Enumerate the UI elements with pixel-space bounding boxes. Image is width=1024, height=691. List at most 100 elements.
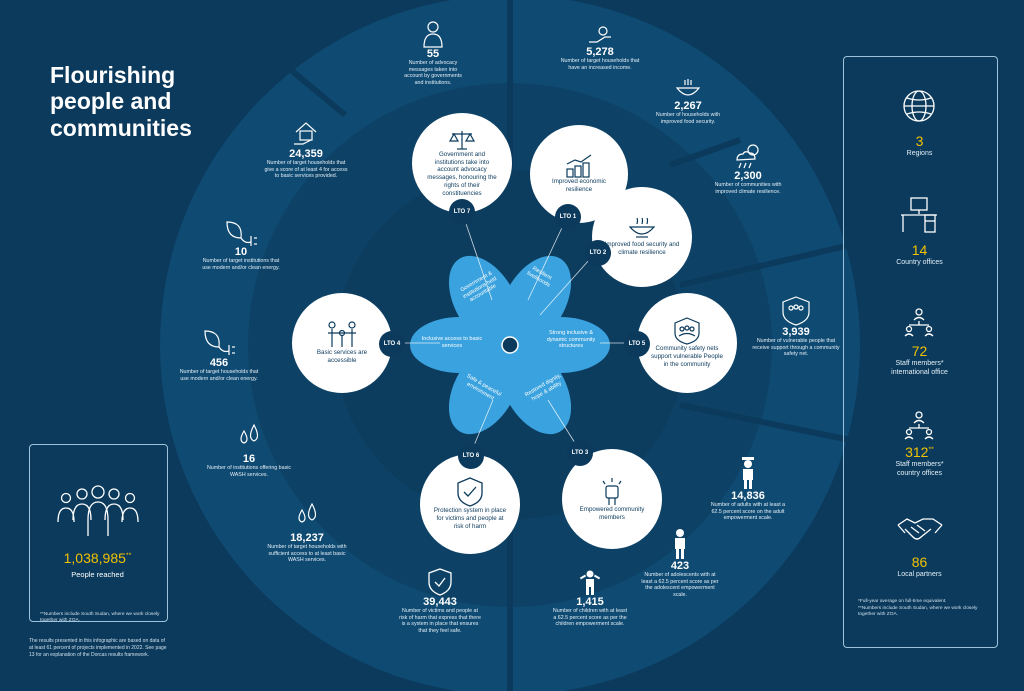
right-footnote-1: *Full-year average on full-time equivale… xyxy=(858,599,947,604)
stat-55-num: 55 xyxy=(426,48,440,60)
reached-value: 1,038,985 xyxy=(63,550,126,566)
bowl-icon xyxy=(675,79,701,96)
stat-24359: 24,359 Number of target households that … xyxy=(262,118,350,180)
stat-10-txt: Number of target institutions that use m… xyxy=(202,258,280,271)
petal-text-6: Inclusive access to basic services xyxy=(421,336,483,349)
stat-39443-num: 39,443 xyxy=(423,596,457,608)
stat-2300-txt: Number of communities with improved clim… xyxy=(714,182,782,195)
reached-sup: ** xyxy=(125,552,132,560)
circle-lto5-text: Community safety nets support vulnerable… xyxy=(651,345,723,368)
food-bowl-icon xyxy=(628,217,656,238)
partners-label: Local partners xyxy=(897,571,942,578)
stat-2267-num: 2,267 xyxy=(674,100,702,112)
flower-diagram xyxy=(410,255,610,435)
lto4-badge: LTO 4 xyxy=(379,331,405,357)
crowd-icon xyxy=(57,485,139,536)
people-reached-num: 1,038,985** xyxy=(29,550,166,566)
stat-24359-txt: Number of target households that give a … xyxy=(264,160,348,180)
stat-55: 55 Number of advocacy messages taken int… xyxy=(400,20,466,86)
stat-18237: 18,237 Number of target households with … xyxy=(262,502,352,564)
lto2-badge: LTO 2 xyxy=(585,240,611,266)
org-chart-icon xyxy=(904,308,934,337)
shield-people-icon-2 xyxy=(782,296,810,326)
stat-2267-txt: Number of households with improved food … xyxy=(655,112,721,125)
regions-num: 3 xyxy=(915,133,924,149)
circle-lto7: Government and institutions take into ac… xyxy=(412,113,512,213)
stat-5278-num: 5,278 xyxy=(586,46,614,58)
stat-18237-txt: Number of target households with suffici… xyxy=(267,544,347,564)
regions-stat: 3 Regions xyxy=(843,133,996,158)
people-reached-box xyxy=(29,444,168,622)
intl-staff-stat: 72 Staff members* international office xyxy=(843,343,996,377)
intl-staff-num: 72 xyxy=(911,343,928,359)
circle-lto5: Community safety nets support vulnerable… xyxy=(637,293,737,393)
handshake-icon xyxy=(897,518,943,540)
stat-3939-num: 3,939 xyxy=(782,326,810,338)
offices-stat: 14 Country offices xyxy=(843,242,996,267)
stat-16-num: 16 xyxy=(242,453,256,465)
petal-6 xyxy=(410,317,510,373)
offices-label: Country offices xyxy=(896,259,943,266)
circle-lto3-text: Empowered community members xyxy=(579,506,645,521)
lto3-badge: LTO 3 xyxy=(567,440,593,466)
stat-423: 423 Number of adolescents with at least … xyxy=(640,528,720,598)
left-footnote: **Numbers include South Sudan, where we … xyxy=(40,612,160,624)
stat-16-txt: Number of institutions offering basic WA… xyxy=(206,465,292,478)
globe-icon xyxy=(903,90,935,122)
stat-456-txt: Number of target households that use mod… xyxy=(179,369,259,382)
stat-10: 10 Number of target institutions that us… xyxy=(200,218,282,271)
stat-456-num: 456 xyxy=(209,357,229,369)
country-staff-label2: country offices xyxy=(896,470,942,478)
circle-lto1-text: Improved economic resilience xyxy=(552,178,606,193)
coins-growth-icon xyxy=(566,154,592,178)
leaf-plug-icon-2 xyxy=(204,330,235,355)
leaf-plug-icon xyxy=(226,221,257,246)
title-line-1: Flourishing xyxy=(50,62,176,88)
offices-num: 14 xyxy=(911,242,928,258)
stat-2300-num: 2,300 xyxy=(734,170,762,182)
circle-lto4: Basic services are accessible xyxy=(292,293,392,393)
intl-staff-label1: Staff members* xyxy=(895,360,944,367)
shield-check-icon xyxy=(457,477,483,508)
stat-5278: 5,278 Number of target households that h… xyxy=(558,26,642,71)
circle-lto2: Improved food security and climate resil… xyxy=(592,187,692,287)
stat-1415-num: 1,415 xyxy=(576,596,604,608)
stat-14836-txt: Number of adults with at least a 62.5 pe… xyxy=(710,502,786,522)
stat-2300: 2,300 Number of communities with improve… xyxy=(703,142,793,195)
partners-stat: 86 Local partners xyxy=(843,554,996,579)
intl-staff-label2: international office xyxy=(891,369,948,377)
partners-num: 86 xyxy=(911,554,928,570)
weather-icon xyxy=(736,144,759,169)
circle-lto6-text: Protection system in place for victims a… xyxy=(433,507,507,530)
lto7-badge: LTO 7 xyxy=(449,199,475,225)
person-icon xyxy=(423,21,443,48)
stat-14836-num: 14,836 xyxy=(731,490,765,502)
family-icon xyxy=(328,321,356,348)
page-title: Flourishing people and communities xyxy=(50,62,192,141)
lto1-badge: LTO 1 xyxy=(555,204,581,230)
stat-39443-txt: Number of victims and people at risk of … xyxy=(399,608,481,634)
circle-lto2-text: Improved food security and climate resil… xyxy=(604,241,680,256)
stat-2267: 2,267 Number of households with improved… xyxy=(650,78,726,125)
scales-icon xyxy=(448,130,476,150)
bottom-note: The results presented in this infographi… xyxy=(29,638,167,658)
stat-39443: 39,443 Number of victims and people at r… xyxy=(398,568,482,634)
stat-423-num: 423 xyxy=(670,560,690,572)
stat-423-txt: Number of adolescents with at least a 62… xyxy=(641,572,719,598)
organisation-box xyxy=(843,56,998,648)
shield-people-icon xyxy=(674,317,700,345)
stat-14836: 14,836 Number of adults with at least a … xyxy=(708,456,788,522)
stat-3939-txt: Number of vulnerable people that receive… xyxy=(752,338,840,358)
country-staff-label1: Staff members* xyxy=(895,461,944,468)
water-drops-icon-2 xyxy=(298,502,317,523)
child-icon xyxy=(579,570,601,595)
country-staff-num: 312 xyxy=(905,444,929,460)
adolescent-icon xyxy=(675,529,685,559)
country-staff-stat: 312** Staff members* country offices xyxy=(843,444,996,478)
stat-1415-txt: Number of children with at least a 62.5 … xyxy=(552,608,628,628)
petal-text-3: Strong inclusive & dynamic community str… xyxy=(546,330,596,350)
house-hand-icon xyxy=(294,122,317,145)
hand-money-icon xyxy=(589,26,611,43)
stat-10-num: 10 xyxy=(234,246,248,258)
circle-lto7-text: Government and institutions take into ac… xyxy=(427,150,497,197)
